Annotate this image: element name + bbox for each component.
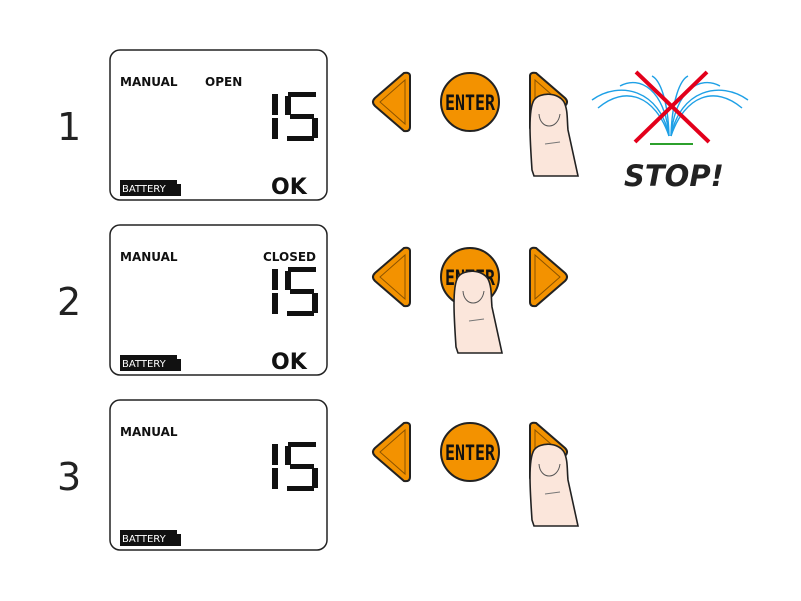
status-ok: OK bbox=[271, 350, 308, 375]
finger-press-icon bbox=[529, 93, 579, 177]
step-number: 3 bbox=[57, 455, 81, 499]
lcd-display: MANUAL 15 BATTERY bbox=[109, 399, 328, 551]
stop-label: STOP! bbox=[624, 159, 724, 193]
valve-label: CLOSED bbox=[263, 250, 316, 264]
svg-text:BATTERY: BATTERY bbox=[122, 184, 167, 195]
status-ok: OK bbox=[271, 175, 308, 200]
step-2: 2 MANUAL CLOSED 15 BATTERY OK ENTER bbox=[57, 224, 568, 376]
mode-label: MANUAL bbox=[120, 425, 178, 439]
battery-indicator: BATTERY bbox=[120, 530, 181, 546]
left-arrow-button[interactable] bbox=[372, 421, 411, 483]
svg-text:BATTERY: BATTERY bbox=[122, 359, 167, 370]
right-arrow-button[interactable] bbox=[529, 246, 568, 308]
sprinkler-stop-icon: STOP! bbox=[591, 70, 749, 193]
battery-indicator: BATTERY bbox=[120, 355, 181, 371]
enter-button[interactable]: ENTER bbox=[440, 422, 500, 482]
mode-label: MANUAL bbox=[120, 75, 178, 89]
left-arrow-button[interactable] bbox=[372, 246, 411, 308]
enter-button[interactable]: ENTER bbox=[440, 72, 500, 132]
svg-text:ENTER: ENTER bbox=[445, 91, 495, 115]
svg-text:ENTER: ENTER bbox=[445, 441, 495, 465]
lcd-display: MANUAL CLOSED 15 BATTERY OK bbox=[109, 224, 328, 376]
lcd-display: MANUAL OPEN 15 BATTERY OK bbox=[109, 49, 328, 201]
finger-press-icon bbox=[529, 443, 579, 527]
step-number: 1 bbox=[57, 105, 81, 149]
mode-label: MANUAL bbox=[120, 250, 178, 264]
svg-text:BATTERY: BATTERY bbox=[122, 534, 167, 545]
battery-indicator: BATTERY bbox=[120, 180, 181, 196]
left-arrow-button[interactable] bbox=[372, 71, 411, 133]
step-number: 2 bbox=[57, 280, 81, 324]
step-1: 1 MANUAL OPEN 15 BATTERY OK ENTER bbox=[57, 49, 749, 201]
valve-label: OPEN bbox=[205, 75, 242, 89]
step-3: 3 MANUAL 15 BATTERY ENTER bbox=[57, 399, 579, 551]
